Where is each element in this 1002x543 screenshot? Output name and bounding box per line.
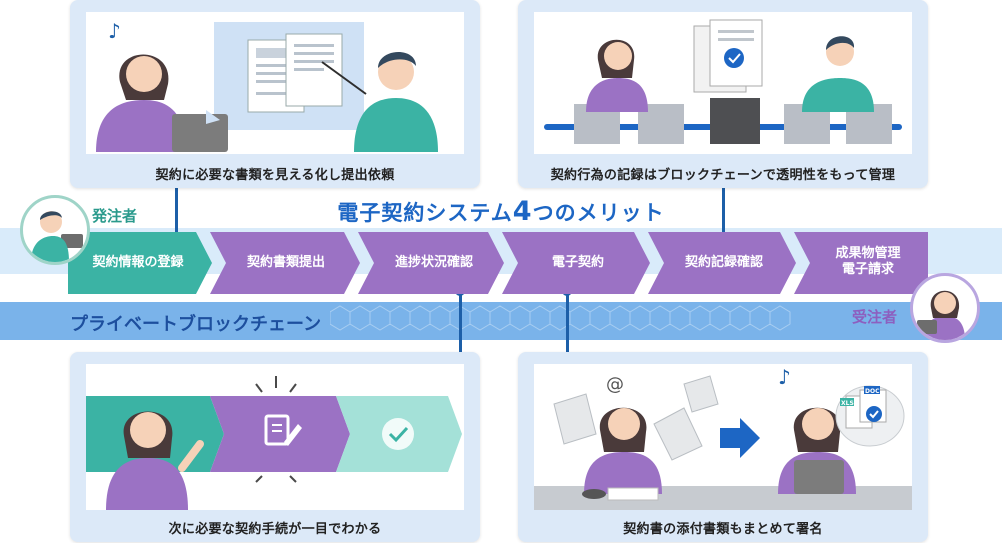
- diagram-title: 電子契約システム4つのメリット: [0, 196, 1002, 227]
- blockchain-band: [0, 302, 1002, 340]
- man-icon: [31, 211, 83, 262]
- card-scene: [534, 12, 912, 154]
- card-caption: 契約行為の記録はブロックチェーンで透明性をもって管理: [550, 168, 896, 183]
- card-attached-documents: @ ♪ XLS DOC 契約書の添付書類もまとめて署名: [518, 352, 928, 542]
- orderer-label: 発注者: [92, 207, 138, 225]
- signing-illustration: @ ♪ XLS DOC: [534, 365, 912, 510]
- card-scene: [86, 364, 464, 510]
- blockchain-illustration: [544, 19, 902, 144]
- xls-badge: XLS: [841, 400, 854, 407]
- step-5-shape: [648, 232, 796, 294]
- spark-lines: [255, 376, 297, 483]
- step-3-shape: [358, 232, 504, 294]
- document-presentation-illustration: ♪: [96, 19, 438, 152]
- connector-line: [566, 291, 569, 353]
- step-6-label-line2: 電子請求: [841, 262, 894, 277]
- hex-pattern: [330, 305, 791, 331]
- connector-line: [459, 291, 462, 353]
- step-2-shape: [210, 232, 360, 294]
- step-1-label: 契約情報の登録: [92, 255, 184, 270]
- doc-badge: DOC: [865, 388, 880, 395]
- step-4-shape: [502, 232, 650, 294]
- document-icon: [693, 19, 763, 93]
- process-chevrons: [68, 232, 928, 294]
- process-steps: 契約情報の登録 契約書類提出 進捗状況確認 電子契約 契約記録確認 成果物管理 …: [68, 232, 928, 294]
- title-suffix: つのメリット: [532, 201, 665, 225]
- check-circle-icon: [382, 418, 414, 450]
- blockchain-label: プライベートブロックチェーン: [70, 314, 322, 335]
- scattered-papers: [553, 375, 719, 461]
- woman-icon: [917, 290, 965, 340]
- contractor-label: 受注者: [852, 308, 898, 326]
- card-document-visualization: ♪ 契約に必要な書類を見える化し提出依頼: [70, 0, 480, 188]
- step-1-shape: [68, 232, 212, 294]
- step-2-label: 契約書類提出: [246, 255, 325, 270]
- music-note-icon: ♪: [778, 365, 791, 389]
- card-next-procedure: 次に必要な契約手続が一目でわかる: [70, 352, 480, 542]
- procedure-illustration: [86, 376, 462, 510]
- card-scene: @ ♪ XLS DOC: [534, 364, 912, 510]
- card-blockchain-record: 契約行為の記録はブロックチェーンで透明性をもって管理: [518, 0, 928, 188]
- title-text: 電子契約システム: [337, 201, 513, 225]
- step-6-label-line1: 成果物管理: [835, 246, 901, 261]
- attached-files-icon: XLS DOC: [840, 386, 887, 429]
- step-4-label: 電子契約: [551, 255, 604, 270]
- step-3-label: 進捗状況確認: [394, 255, 473, 270]
- connector-line: [722, 186, 725, 238]
- card-caption: 契約書の添付書類もまとめて署名: [623, 522, 823, 537]
- music-note-icon: ♪: [108, 19, 121, 43]
- title-number: 4: [512, 196, 533, 227]
- orderer-avatar: [20, 195, 90, 265]
- step-6-shape: [794, 232, 928, 294]
- step-5-label: 契約記録確認: [684, 255, 763, 270]
- card-caption: 契約に必要な書類を見える化し提出依頼: [155, 168, 395, 183]
- document-edit-icon: [264, 414, 302, 446]
- stamp-icon: [582, 489, 606, 499]
- confused-scribble-icon: @: [606, 374, 624, 395]
- card-scene: ♪: [86, 12, 464, 154]
- step-6-label: 成果物管理 電子請求: [810, 246, 926, 278]
- arrow-right-icon: [720, 418, 760, 458]
- current-step-shape: [210, 396, 350, 472]
- contractor-avatar: [910, 273, 980, 343]
- card-caption: 次に必要な契約手続が一目でわかる: [168, 522, 382, 537]
- document-icon: [247, 33, 343, 113]
- connector-line: [175, 186, 178, 238]
